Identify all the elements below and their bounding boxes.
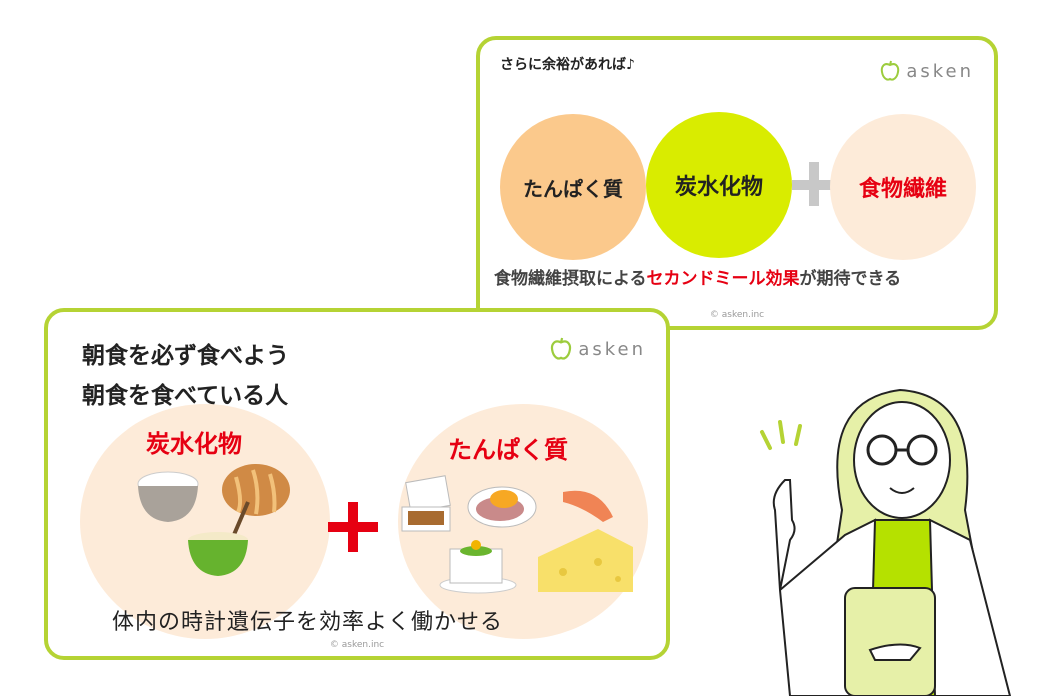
salmon-icon — [563, 490, 613, 522]
caption: 体内の時計遺伝子を効率よく働かせる — [112, 610, 504, 635]
carb-label: 炭水化物 — [146, 430, 242, 458]
logo-text: asken — [578, 338, 646, 360]
card-heading: さらに余裕があれば♪ — [500, 57, 635, 73]
apple-icon — [551, 337, 572, 360]
copyright: © asken.inc — [709, 310, 765, 320]
protein-circle: たんぱく質 — [500, 114, 646, 260]
natto-bowl-icon — [188, 501, 250, 576]
carb-circle — [80, 404, 330, 639]
card-title: 朝食を必ず食べよう 朝食を食べている人 — [82, 336, 289, 416]
title-line-1: 朝食を必ず食べよう — [82, 343, 289, 369]
carb-foods-illustration — [137, 464, 290, 576]
protein-label: たんぱく質 — [448, 436, 568, 464]
plus-icon — [792, 162, 836, 206]
logo-text: asken — [906, 60, 974, 82]
cheese-icon — [538, 529, 633, 592]
caption-pre: 食物繊維摂取による — [494, 269, 647, 289]
asken-logo: asken — [550, 336, 646, 362]
clipboard-icon — [844, 587, 936, 696]
second-meal-card: さらに余裕があれば♪ asken たんぱく質 炭水化物 食物繊維 食物繊維摂取に… — [476, 36, 998, 330]
breakfast-card: 朝食を必ず食べよう 朝食を食べている人 asken 炭水化物 たんぱく質 体内の… — [44, 308, 670, 660]
caption: 食物繊維摂取によるセカンドミール効果が期待できる — [494, 264, 901, 289]
copyright: © asken.inc — [329, 640, 385, 650]
idea-sparkle-icon — [760, 420, 802, 450]
tofu-icon — [439, 540, 517, 594]
carb-circle: 炭水化物 — [646, 112, 792, 258]
asken-logo: asken — [880, 60, 974, 82]
doctor-woman-illustration — [760, 388, 1012, 696]
fiber-circle: 食物繊維 — [830, 114, 976, 260]
caption-post: が期待できる — [799, 269, 902, 289]
bread-roll-icon — [222, 464, 290, 516]
ham-egg-icon — [467, 486, 537, 528]
rice-bowl-icon — [137, 471, 199, 522]
caption-highlight: セカンドミール効果 — [646, 269, 800, 289]
apple-icon — [881, 60, 900, 81]
natto-pack-icon — [401, 475, 451, 532]
plus-icon — [328, 502, 378, 552]
protein-foods-illustration — [401, 475, 633, 594]
